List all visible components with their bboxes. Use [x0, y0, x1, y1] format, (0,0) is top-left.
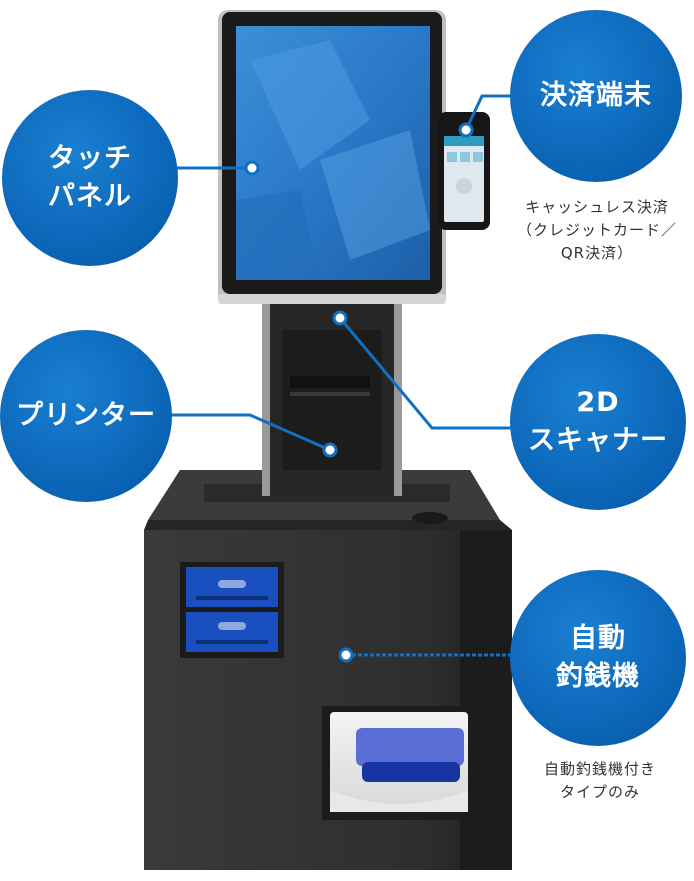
leader-scanner — [338, 317, 512, 430]
label-touch-panel: タッチ パネル — [2, 90, 178, 266]
marker-dots — [244, 122, 474, 663]
label-payment-terminal: 決済端末 — [510, 10, 682, 182]
dot-scanner — [332, 310, 348, 326]
note-change-machine: 自動釣銭機付き タイプのみ — [543, 760, 656, 801]
dot-payment — [458, 122, 474, 138]
label-change-machine: 自動 釣銭機 — [510, 570, 686, 746]
dot-printer — [322, 442, 338, 458]
note-payment: キャッシュレス決済 （クレジットカード／ QR決済） — [516, 198, 677, 262]
leader-lines — [170, 94, 516, 657]
label-2d-scanner: 2D スキャナー — [510, 334, 686, 510]
dot-change-machine — [338, 647, 354, 663]
cash-drawer — [180, 562, 284, 658]
touch-screen — [218, 10, 446, 304]
change-tray — [322, 706, 476, 820]
printer-stand — [204, 300, 450, 502]
payment-terminal-device — [438, 112, 490, 230]
dot-touch-panel — [244, 160, 260, 176]
leader-printer — [170, 413, 331, 452]
leader-payment — [464, 94, 516, 131]
label-printer: プリンター — [0, 330, 172, 502]
